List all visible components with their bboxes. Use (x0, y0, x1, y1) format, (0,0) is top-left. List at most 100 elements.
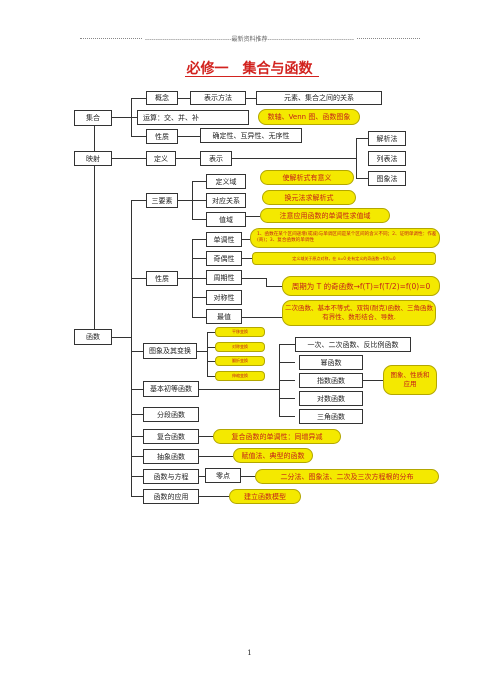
node-gainian: 概念 (146, 91, 178, 105)
connector (131, 351, 143, 352)
node-dingyiyu: 定义域 (206, 174, 246, 189)
node-zhouqi: 周期性 (206, 270, 242, 285)
header-text-wrap: ----------------------------------------… (0, 34, 499, 43)
connector (207, 361, 215, 362)
connector (112, 117, 131, 118)
connector (112, 158, 146, 159)
header-text: ----------------------------------------… (141, 36, 358, 43)
node-jihe: 集合 (74, 110, 112, 126)
connector (266, 278, 267, 286)
connector (279, 380, 295, 381)
connector (356, 138, 357, 178)
node-jiexifa: 解析法 (368, 131, 406, 146)
node-duiying: 对应关系 (206, 193, 246, 208)
node-yingyong: 函数的应用 (143, 489, 199, 504)
page-title: 必修一 集合与函数 (186, 61, 313, 77)
connector (192, 258, 206, 259)
connector (131, 436, 143, 437)
note-zhouqi: 周期为 T 的奇函数→f(T)=f(T/2)=f(0)=0 (282, 276, 440, 296)
connector (199, 436, 213, 437)
connector (242, 317, 282, 318)
connector (242, 278, 266, 279)
connector (207, 376, 215, 377)
connector (192, 317, 206, 318)
node-hanshu: 函数 (74, 329, 112, 345)
node-chouxiang: 抽象函数 (143, 449, 199, 464)
node-xingzhi2: 性质 (146, 271, 178, 286)
connector (178, 200, 192, 201)
connector (199, 496, 229, 497)
connector (192, 239, 206, 240)
connector (131, 389, 143, 390)
connector (197, 351, 207, 352)
node-tuxiang-bianhuan: 图象及其变换 (143, 343, 197, 359)
node-danxiaoxing: 单调性 (206, 232, 242, 247)
note-fanzhe: 翻折变换 (215, 356, 265, 366)
connector (207, 347, 215, 348)
node-liebiaofa: 列表法 (368, 151, 406, 166)
node-zhishu: 指数函数 (299, 373, 363, 388)
connector (199, 476, 205, 477)
node-fenduan: 分段函数 (143, 407, 199, 422)
node-yuansu: 元素、集合之间的关系 (256, 91, 382, 105)
connector (199, 456, 233, 457)
note-zuizhi: 二次函数、基本不等式、双钩(耐克)函数、三角函数有界性、数形结合、导数. (282, 300, 436, 326)
connector (199, 389, 279, 390)
connector (246, 98, 256, 99)
connector (112, 337, 131, 338)
connector (279, 416, 295, 417)
node-duichen: 对称性 (206, 290, 242, 305)
node-fuhe: 复合函数 (143, 429, 199, 444)
connector (131, 476, 143, 477)
connector (192, 181, 206, 182)
connector (232, 158, 356, 159)
connector (192, 278, 206, 279)
node-lingdian: 零点 (205, 468, 241, 483)
connector (241, 476, 255, 477)
connector (192, 200, 206, 201)
node-queding: 确定性、互异性、无序性 (200, 128, 302, 143)
note-huanyuan: 换元法求解析式 (262, 190, 356, 205)
connector (94, 126, 95, 156)
connector (131, 496, 143, 497)
connector (176, 158, 200, 159)
node-mihanshu: 幂函数 (299, 355, 363, 370)
node-xingzhi1: 性质 (146, 129, 178, 144)
connector (131, 200, 146, 201)
connector (131, 136, 146, 137)
connector (131, 414, 143, 415)
note-jioxing: 定义域关于原点对称，在 x=0 处有定义的奇函数→f(0)=0 (252, 252, 436, 265)
connector (363, 380, 383, 381)
connector (356, 178, 368, 179)
connector (279, 362, 295, 363)
connector (207, 332, 215, 333)
node-yingshe: 映射 (74, 151, 112, 166)
note-shijiexi: 使解析式有意义 (260, 170, 354, 185)
note-duichen-bh: 对称变换 (215, 342, 265, 352)
note-chouxiang: 赋值法、典型的函数 (233, 448, 313, 463)
connector (242, 239, 250, 240)
note-shuzhou: 数轴、Venn 图、函数图象 (258, 109, 360, 125)
connector (242, 258, 252, 259)
node-sanyaosu: 三要素 (146, 193, 178, 208)
node-biaoshi: 表示 (200, 151, 232, 166)
node-jichu: 基本初等函数 (143, 381, 199, 397)
note-yingyong: 建立函数模型 (229, 489, 301, 504)
connector (131, 117, 137, 118)
connector (131, 200, 132, 496)
connector (279, 344, 295, 345)
note-danxiao: 1、函数在某个区间递增(或减)与单调区间是某个区间的含义不同；2、证明单调性：作… (250, 228, 440, 248)
title-underline (185, 76, 319, 77)
note-pingyi: 平移变换 (215, 327, 265, 337)
connector (279, 398, 295, 399)
node-zuizhi: 最值 (206, 309, 242, 324)
connector (94, 164, 95, 330)
connector (178, 278, 192, 279)
connector (178, 98, 190, 99)
connector (356, 138, 368, 139)
node-duishu: 对数函数 (299, 391, 363, 406)
connector (192, 219, 206, 220)
note-shensuo: 伸缩变换 (215, 371, 265, 381)
note-tuxiang-xingzhi: 图象、性质和应用 (383, 365, 437, 395)
connector (246, 216, 260, 217)
